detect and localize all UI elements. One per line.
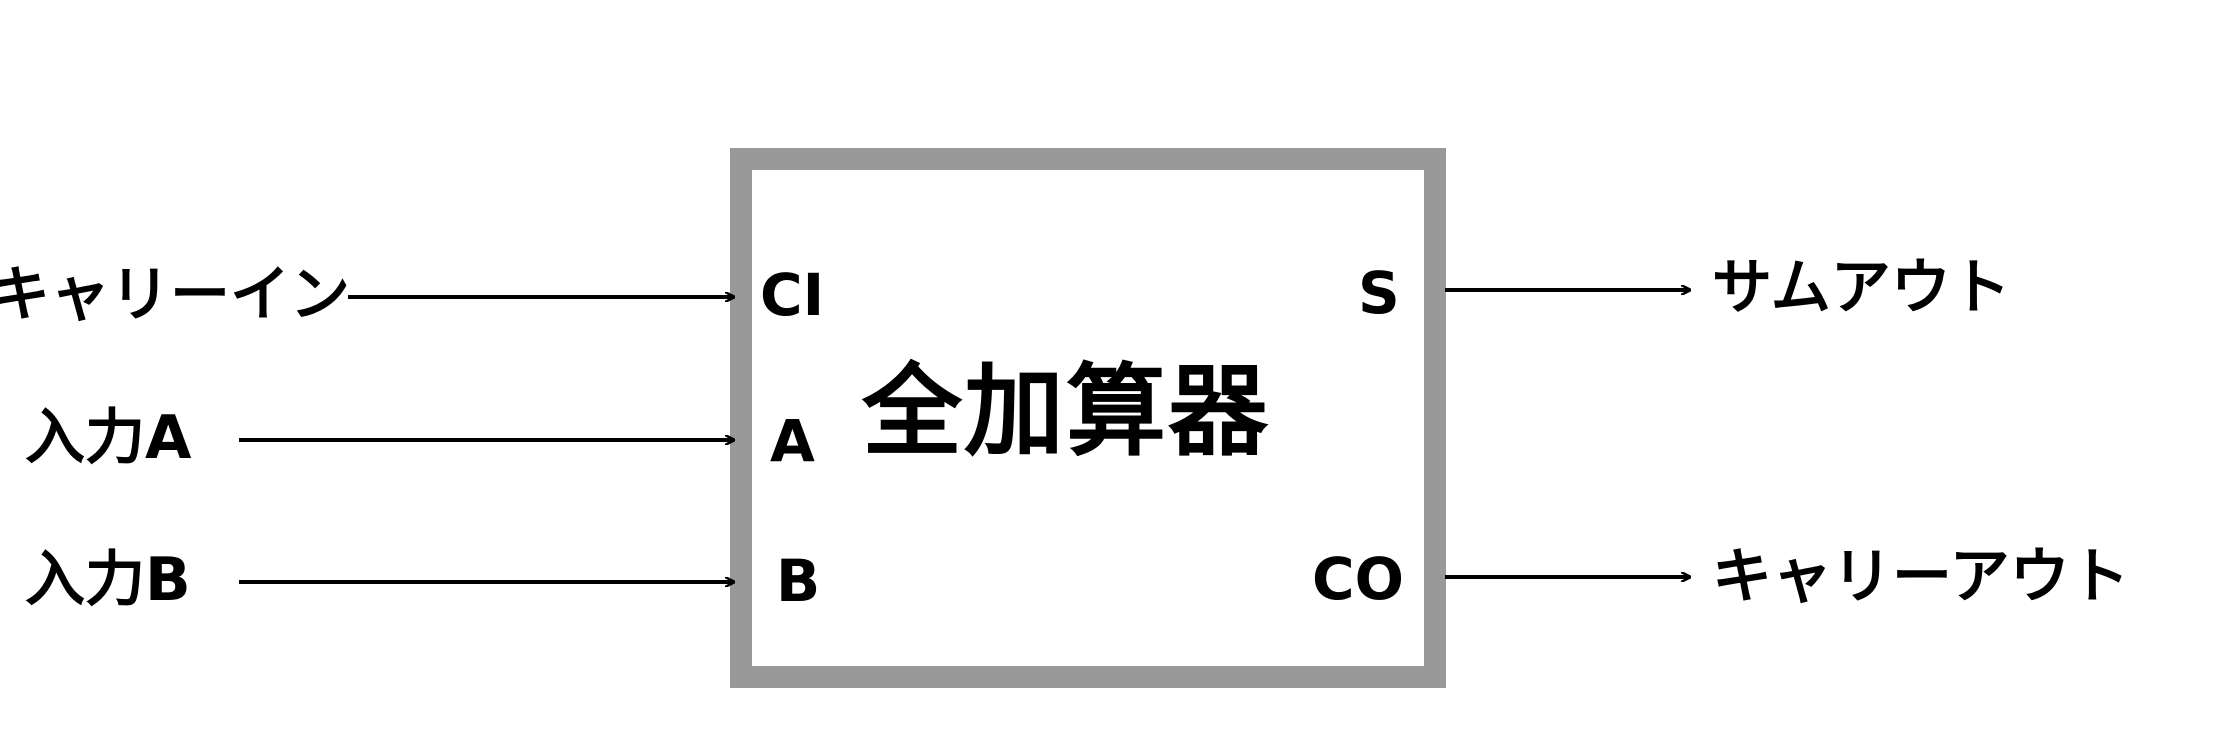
port-b: B <box>776 547 821 615</box>
full-adder-block <box>730 148 1446 688</box>
port-a: A <box>770 407 815 475</box>
port-co: CO <box>1312 545 1404 613</box>
port-ci: CI <box>760 261 825 329</box>
carry-in-label: キャリーイン <box>0 260 350 330</box>
sum-out-label: サムアウト <box>1712 253 2011 323</box>
port-s: S <box>1358 259 1400 327</box>
input-a-label: 入力A <box>25 403 192 473</box>
carry-out-label: キャリーアウト <box>1712 542 2130 612</box>
input-b-label: 入力B <box>25 545 191 615</box>
block-title: 全加算器 <box>862 353 1270 470</box>
